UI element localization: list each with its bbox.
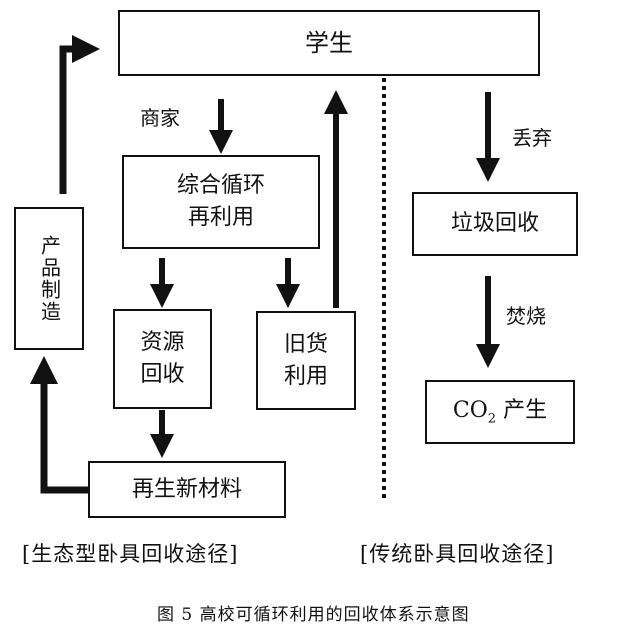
resource-recovery-box: 资源 回收: [113, 309, 212, 409]
garbage-box: 垃圾回收: [412, 192, 578, 256]
co2-prefix: CO: [452, 397, 488, 423]
oldgoods-line-2: 利用: [283, 363, 328, 389]
co2-label: CO2 产生: [453, 395, 547, 429]
arrow-product-to-student: [59, 35, 100, 194]
resource-line-2: 回收: [140, 362, 185, 387]
garbage-label: 垃圾回收: [450, 211, 539, 237]
co2-subscript: 2: [487, 411, 497, 427]
discard-label: 丢弃: [512, 126, 552, 150]
comprehensive-line-2: 再利用: [187, 205, 254, 230]
co2-box: CO2 产生: [425, 380, 575, 444]
figure-caption: 图 5 高校可循环利用的回收体系示意图: [157, 605, 470, 625]
comprehensive-line-1: 综合循环: [176, 173, 265, 199]
old-goods-box: 旧货 利用: [256, 311, 356, 410]
new-materials-box: 再生新材料: [88, 461, 286, 518]
product-mfg-box: 产品制造: [14, 207, 84, 350]
ecological-caption: [生态型卧具回收途径]: [22, 542, 239, 566]
merchant-label: 商家: [140, 106, 180, 130]
oldgoods-line-1: 旧货: [283, 331, 328, 357]
co2-suffix: 产生: [496, 397, 548, 423]
student-label: 学生: [305, 28, 353, 57]
student-box: 学生: [118, 10, 540, 76]
comprehensive-box: 综合循环 再利用: [122, 155, 320, 249]
product-mfg-label: 产品制造: [37, 234, 62, 323]
new-materials-label: 再生新材料: [131, 476, 242, 502]
arrow-newmaterials-to-product: [30, 356, 88, 494]
traditional-caption: [传统卧具回收途径]: [360, 542, 555, 566]
resource-line-1: 资源: [140, 330, 185, 356]
incinerate-label: 焚烧: [506, 304, 546, 328]
